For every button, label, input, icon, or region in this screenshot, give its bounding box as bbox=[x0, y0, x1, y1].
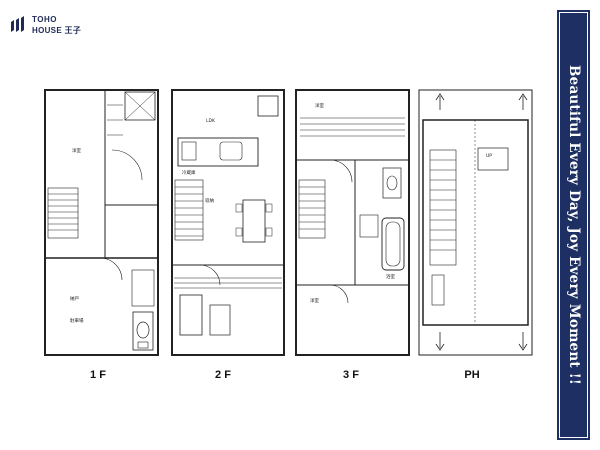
room-label-1f-1: 納戸 bbox=[70, 297, 79, 302]
brand-name-line2: HOUSE 王子 bbox=[32, 26, 82, 35]
floor-plans-drawing bbox=[44, 89, 533, 356]
brand-name-line1: TOHO bbox=[32, 15, 57, 24]
room-label-1f-2: 駐車場 bbox=[70, 319, 84, 324]
floor-plan-2f bbox=[171, 89, 285, 356]
floor-label-ph: PH bbox=[464, 369, 480, 381]
room-label-ph-0: UP bbox=[486, 154, 493, 159]
room-label-3f-2: 洋室 bbox=[310, 299, 319, 304]
banner-slogan: Beautiful Every Day, Joy Every Moment !! bbox=[565, 65, 582, 385]
room-label-3f-0: 洋室 bbox=[315, 104, 324, 109]
slogan-banner: Beautiful Every Day, Joy Every Moment !! bbox=[557, 10, 590, 440]
floor-plan-3f bbox=[295, 89, 410, 356]
room-label-1f-0: 洋室 bbox=[72, 149, 81, 154]
floor-label-1f: 1 F bbox=[90, 369, 106, 381]
floor-plan-ph bbox=[418, 89, 533, 356]
toho-house-logo-icon bbox=[11, 16, 24, 32]
brand-logo: TOHO HOUSE 王子 bbox=[10, 14, 90, 38]
room-label-3f-1: 浴室 bbox=[386, 275, 395, 280]
floor-plan-1f bbox=[44, 89, 159, 356]
floor-label-3f: 3 F bbox=[343, 369, 359, 381]
floor-label-2f: 2 F bbox=[215, 369, 231, 381]
room-label-2f-1: 冷蔵庫 bbox=[182, 171, 196, 176]
room-label-2f-0: LDK bbox=[206, 119, 215, 124]
room-label-2f-2: 収納 bbox=[205, 199, 214, 204]
banner-frame bbox=[559, 12, 588, 438]
